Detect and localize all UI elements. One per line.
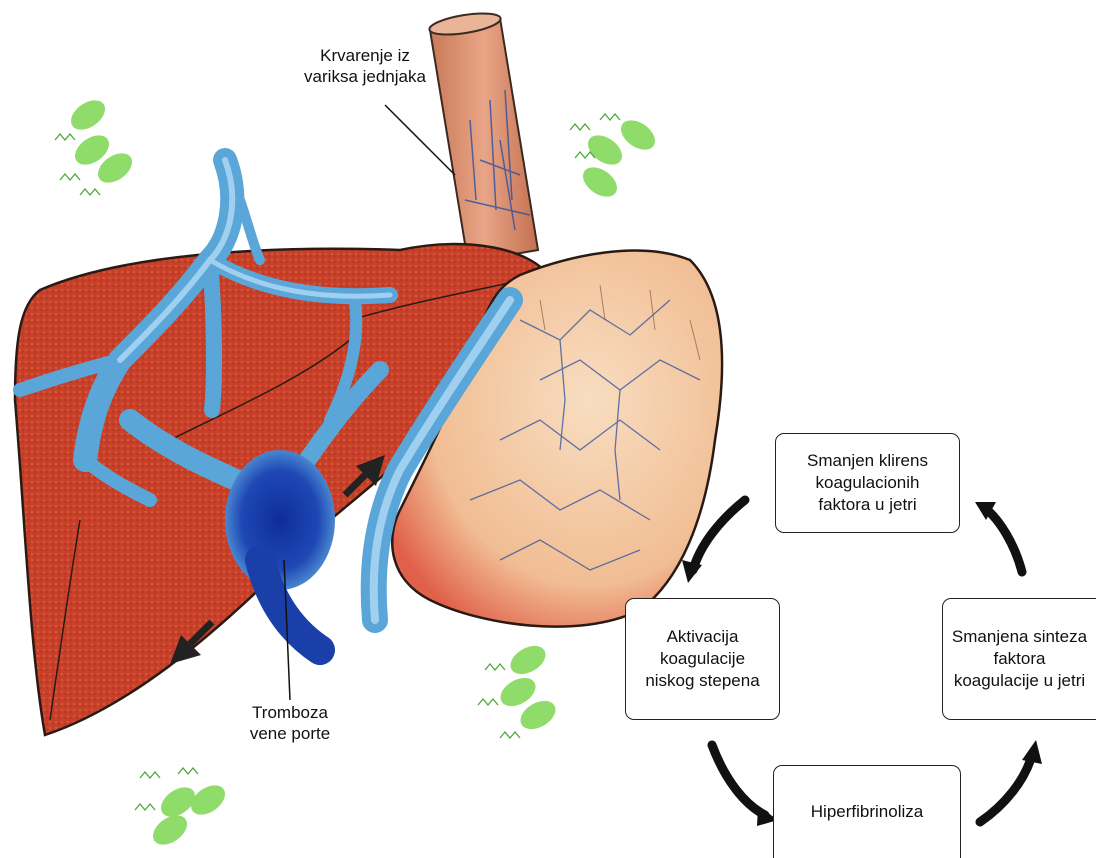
- bacteria-cluster-middle: [478, 640, 560, 738]
- variceal-bleeding-line-2: variksa jednjaka: [285, 66, 445, 87]
- bacteria-cluster-top-left: [55, 94, 137, 195]
- coagulation-activation-line-2: koagulacije: [660, 648, 745, 670]
- variceal-bleeding-line-1: Krvarenje iz: [285, 45, 445, 66]
- box-reduced-clearance: Smanjen klirens koagulacionih faktora u …: [775, 433, 960, 533]
- box-hyperfibrinolysis: Hiperfibrinoliza: [773, 765, 961, 858]
- coagulation-activation-line-3: niskog stepena: [645, 670, 759, 692]
- cycle-arrow-to-hyperfibrinolysis: [712, 745, 778, 826]
- reduced-clearance-line-2: koagulacionih: [816, 472, 920, 494]
- cycle-arrow-to-synthesis: [980, 740, 1042, 822]
- cycle-arrow-to-clearance: [975, 502, 1022, 572]
- reduced-clearance-line-1: Smanjen klirens: [807, 450, 928, 472]
- reduced-clearance-line-3: faktora u jetri: [818, 494, 916, 516]
- portal-thrombosis-label: Tromboza vene porte: [235, 702, 345, 744]
- box-coagulation-activation: Aktivacija koagulacije niskog stepena: [625, 598, 780, 720]
- coagulation-activation-line-1: Aktivacija: [667, 626, 739, 648]
- variceal-bleeding-label: Krvarenje iz variksa jednjaka: [285, 45, 445, 87]
- bacteria-cluster-bottom: [135, 768, 230, 851]
- bacteria-cluster-top-right: [570, 114, 660, 203]
- portal-thrombosis-line-1: Tromboza: [235, 702, 345, 723]
- reduced-synthesis-line-3: koagulacije u jetri: [954, 670, 1085, 692]
- hyperfibrinolysis-line-1: Hiperfibrinoliza: [811, 801, 923, 823]
- portal-thrombosis-line-2: vene porte: [235, 723, 345, 744]
- reduced-synthesis-line-2: faktora: [994, 648, 1046, 670]
- portal-thrombus: [225, 450, 335, 650]
- reduced-synthesis-line-1: Smanjena sinteza: [952, 626, 1087, 648]
- box-reduced-synthesis: Smanjena sinteza faktora koagulacije u j…: [942, 598, 1096, 720]
